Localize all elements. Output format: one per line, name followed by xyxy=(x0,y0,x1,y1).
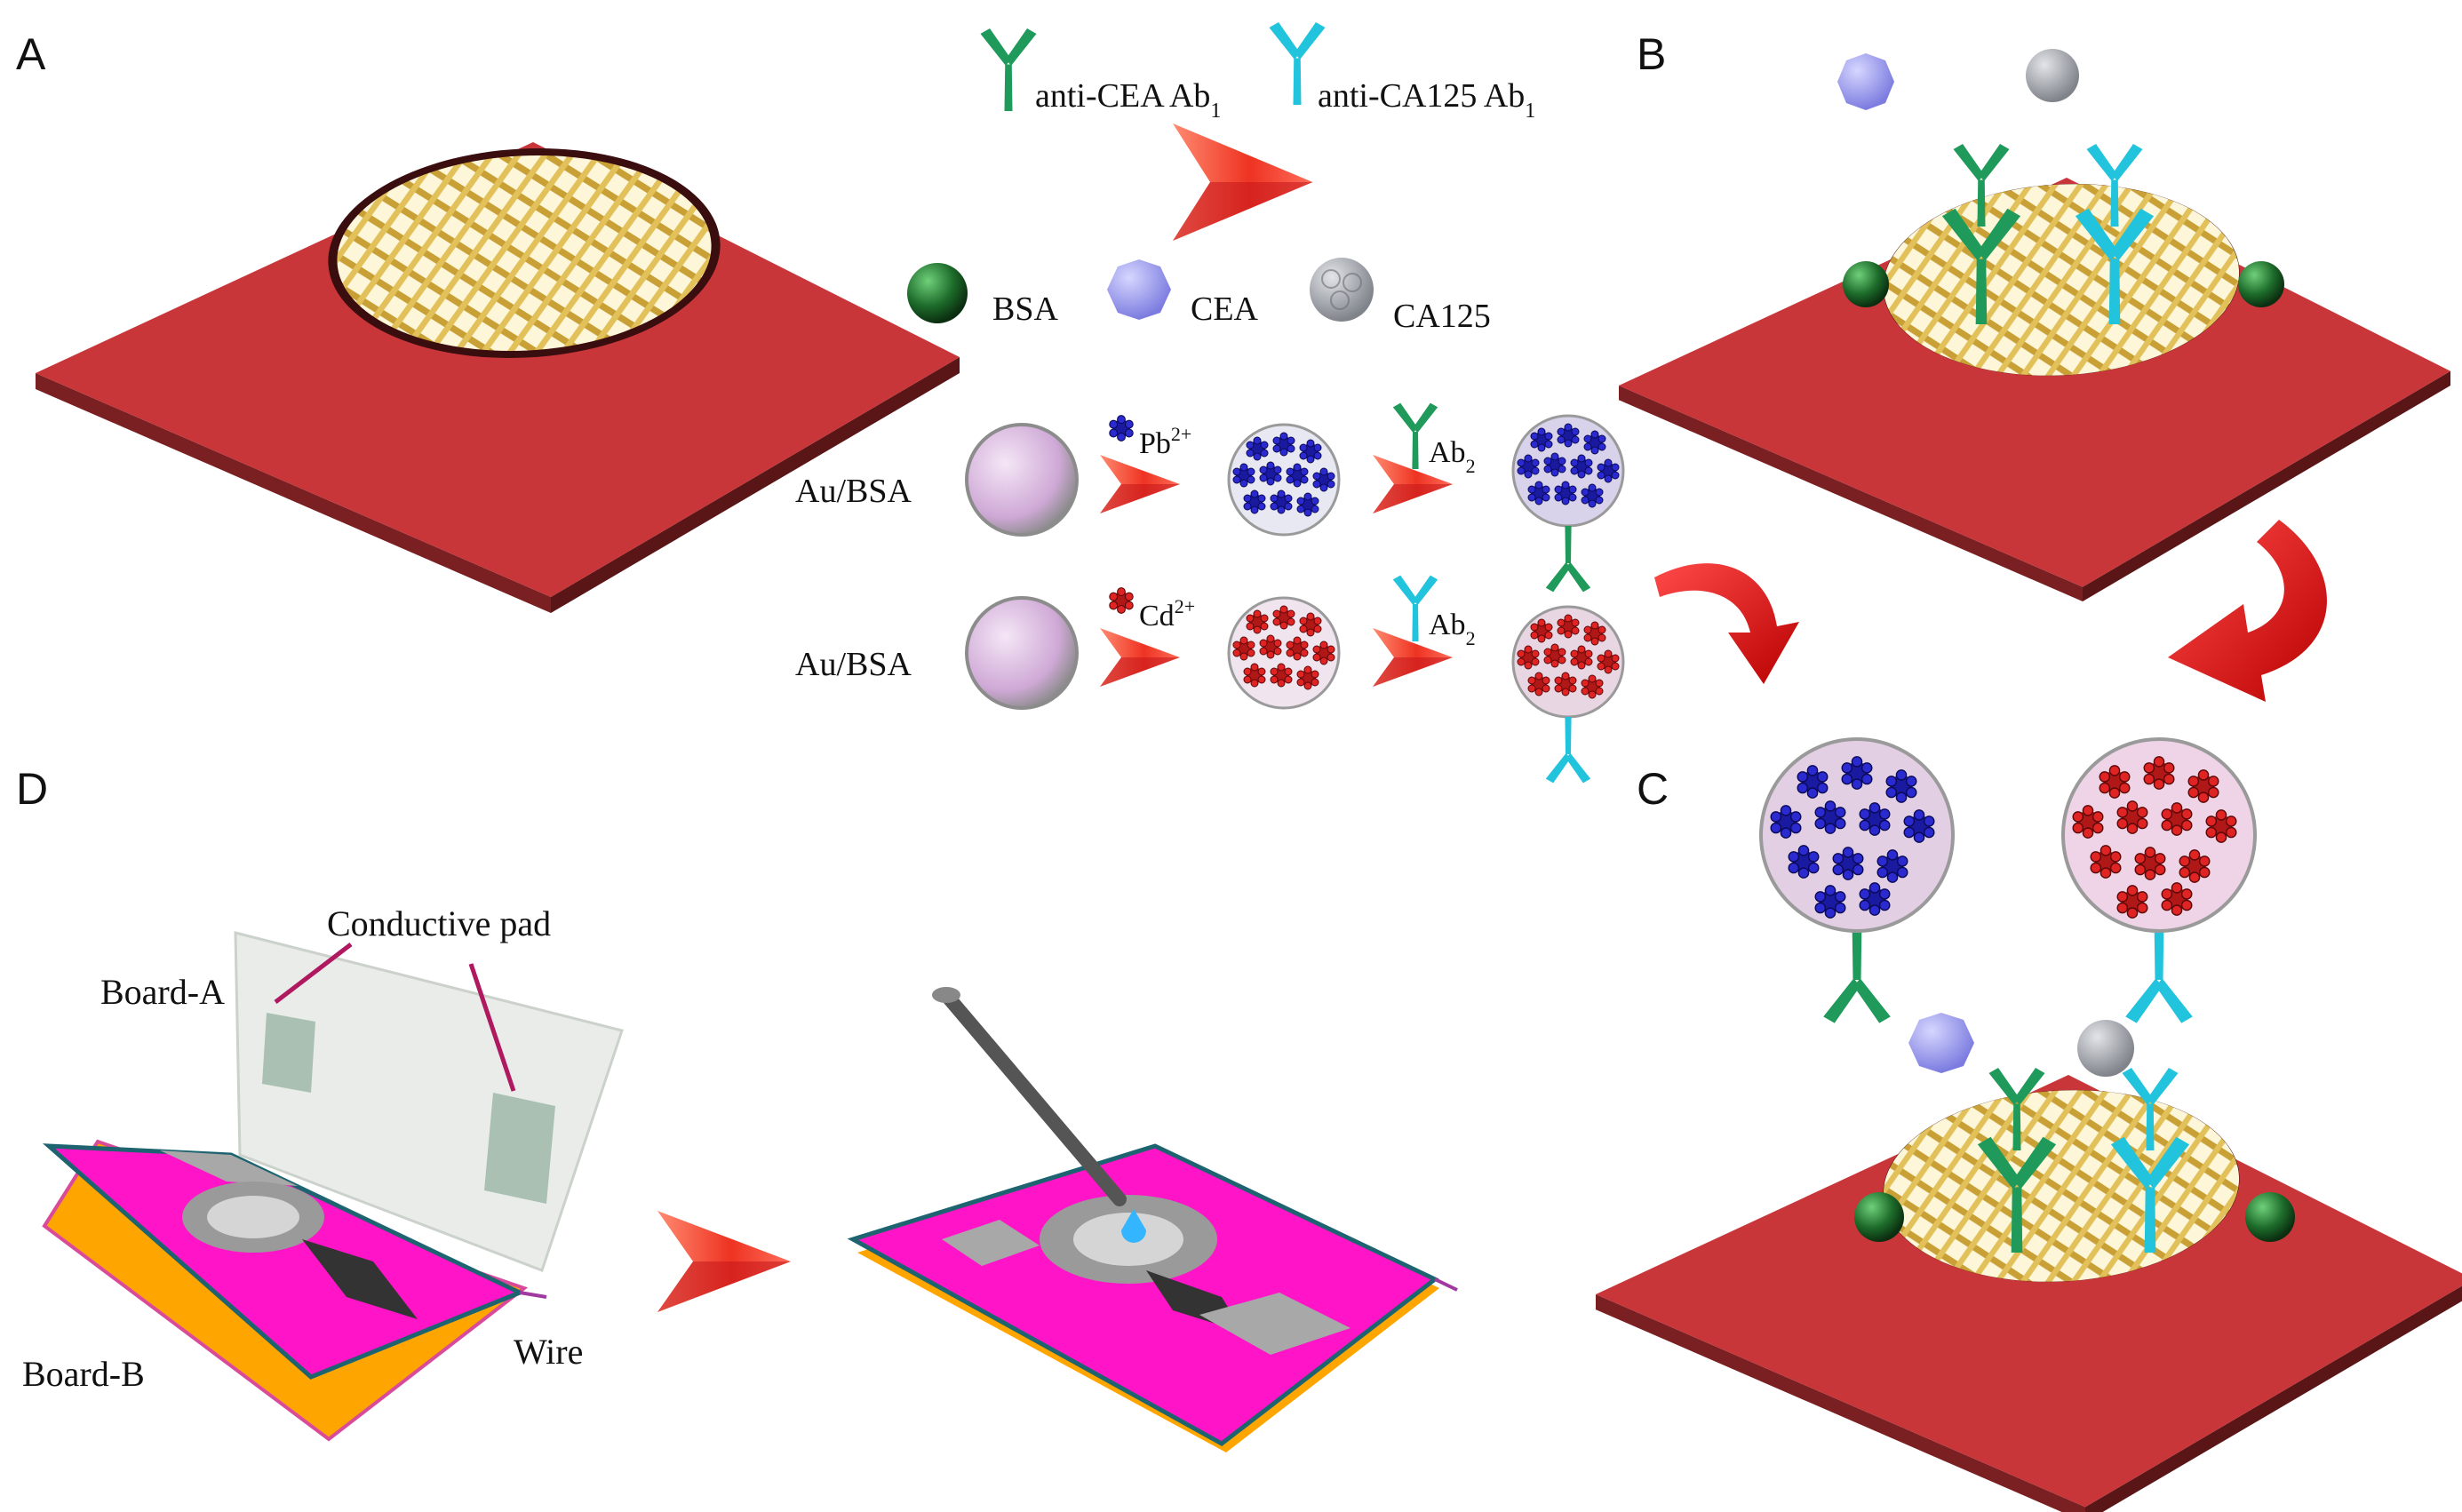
conductive-pad-2 xyxy=(484,1093,555,1204)
panel-c-sandwich xyxy=(1596,737,2462,1512)
cea-label: CEA xyxy=(1191,290,1259,328)
panel-label-b: B xyxy=(1637,29,1666,79)
svg-text:anti-CEA Ab1: anti-CEA Ab1 xyxy=(1035,77,1221,123)
ab2-label-1: Ab xyxy=(1429,436,1466,469)
step-arrow-cd-load xyxy=(1100,628,1180,687)
panel-a-electrode xyxy=(36,142,960,613)
step-arrow-pb-load xyxy=(1100,455,1180,513)
legend-anti-ca125: anti-CA125 Ab1 xyxy=(1269,22,1535,123)
legend-ca125: CA125 xyxy=(1310,258,1491,335)
pb-ion-icon xyxy=(1109,415,1134,442)
step-arrow-a-to-b xyxy=(1173,123,1313,241)
legend-cea: CEA xyxy=(1107,259,1259,328)
wire-label: Wire xyxy=(514,1332,583,1372)
au-bsa-sphere-2 xyxy=(965,596,1079,710)
anti-cea-label: anti-CEA Ab xyxy=(1035,77,1210,115)
cd-conjugate xyxy=(1511,605,1625,783)
conductive-pad-label: Conductive pad xyxy=(327,903,551,943)
ab2-label-2: Ab xyxy=(1429,609,1466,641)
panel-label-d: D xyxy=(16,764,48,814)
ca125-antigen-icon xyxy=(1310,258,1374,322)
cd-superscript: 2+ xyxy=(1175,595,1195,617)
cd-ion-icon xyxy=(1109,587,1134,614)
pb-label: Pb xyxy=(1139,427,1171,460)
au-bsa-sphere-1 xyxy=(965,423,1079,537)
ca125-label: CA125 xyxy=(1393,298,1491,335)
board-b-label: Board-B xyxy=(22,1354,145,1394)
pb-loaded-sphere xyxy=(1227,423,1341,537)
bsa-label: BSA xyxy=(992,290,1058,328)
au-bsa-label-2: Au/BSA xyxy=(795,646,912,683)
cd-label: Cd xyxy=(1139,600,1175,633)
cd-loaded-sphere xyxy=(1227,596,1341,710)
svg-text:Pb2+: Pb2+ xyxy=(1139,423,1191,460)
board-a-label: Board-A xyxy=(100,972,225,1012)
svg-text:Ab2: Ab2 xyxy=(1429,609,1476,649)
panel-d-device-open xyxy=(42,931,624,1442)
anti-cea-subscript: 1 xyxy=(1210,99,1221,123)
panel-b-electrode xyxy=(1619,49,2450,601)
ab2-subscript-2: 2 xyxy=(1466,627,1476,649)
anti-ca125-subscript: 1 xyxy=(1525,99,1535,123)
au-bsa-label-1: Au/BSA xyxy=(795,473,912,510)
curved-arrow-conjugates-to-c xyxy=(1654,563,1799,684)
svg-text:anti-CA125 Ab1: anti-CA125 Ab1 xyxy=(1318,77,1535,123)
legend-bsa: BSA xyxy=(907,263,1058,328)
step-arrow-fold-device xyxy=(657,1211,791,1312)
cea-antigen-icon xyxy=(1107,259,1171,320)
panel-d-device-closed xyxy=(847,987,1458,1452)
label-row-cd: Au/BSA Cd2+ Ab2 xyxy=(795,575,1625,784)
pb-conjugate xyxy=(1511,414,1625,592)
svg-text:Ab2: Ab2 xyxy=(1429,436,1476,477)
panel-label-c: C xyxy=(1637,764,1669,814)
curved-arrow-b-to-c xyxy=(2168,520,2327,702)
svg-text:Cd2+: Cd2+ xyxy=(1139,595,1195,633)
anti-ca125-label: anti-CA125 Ab xyxy=(1318,77,1525,115)
legend-anti-cea: anti-CEA Ab1 xyxy=(980,28,1221,123)
pb-superscript: 2+ xyxy=(1171,423,1191,445)
label-row-pb: Au/BSA Pb2+ Ab2 xyxy=(795,402,1625,593)
ab2-subscript-1: 2 xyxy=(1466,455,1476,477)
anti-cea-antibody-icon xyxy=(980,28,1037,111)
bsa-sphere-icon xyxy=(907,263,968,323)
panel-label-a: A xyxy=(16,29,46,79)
conductive-pad-1 xyxy=(262,1013,315,1093)
